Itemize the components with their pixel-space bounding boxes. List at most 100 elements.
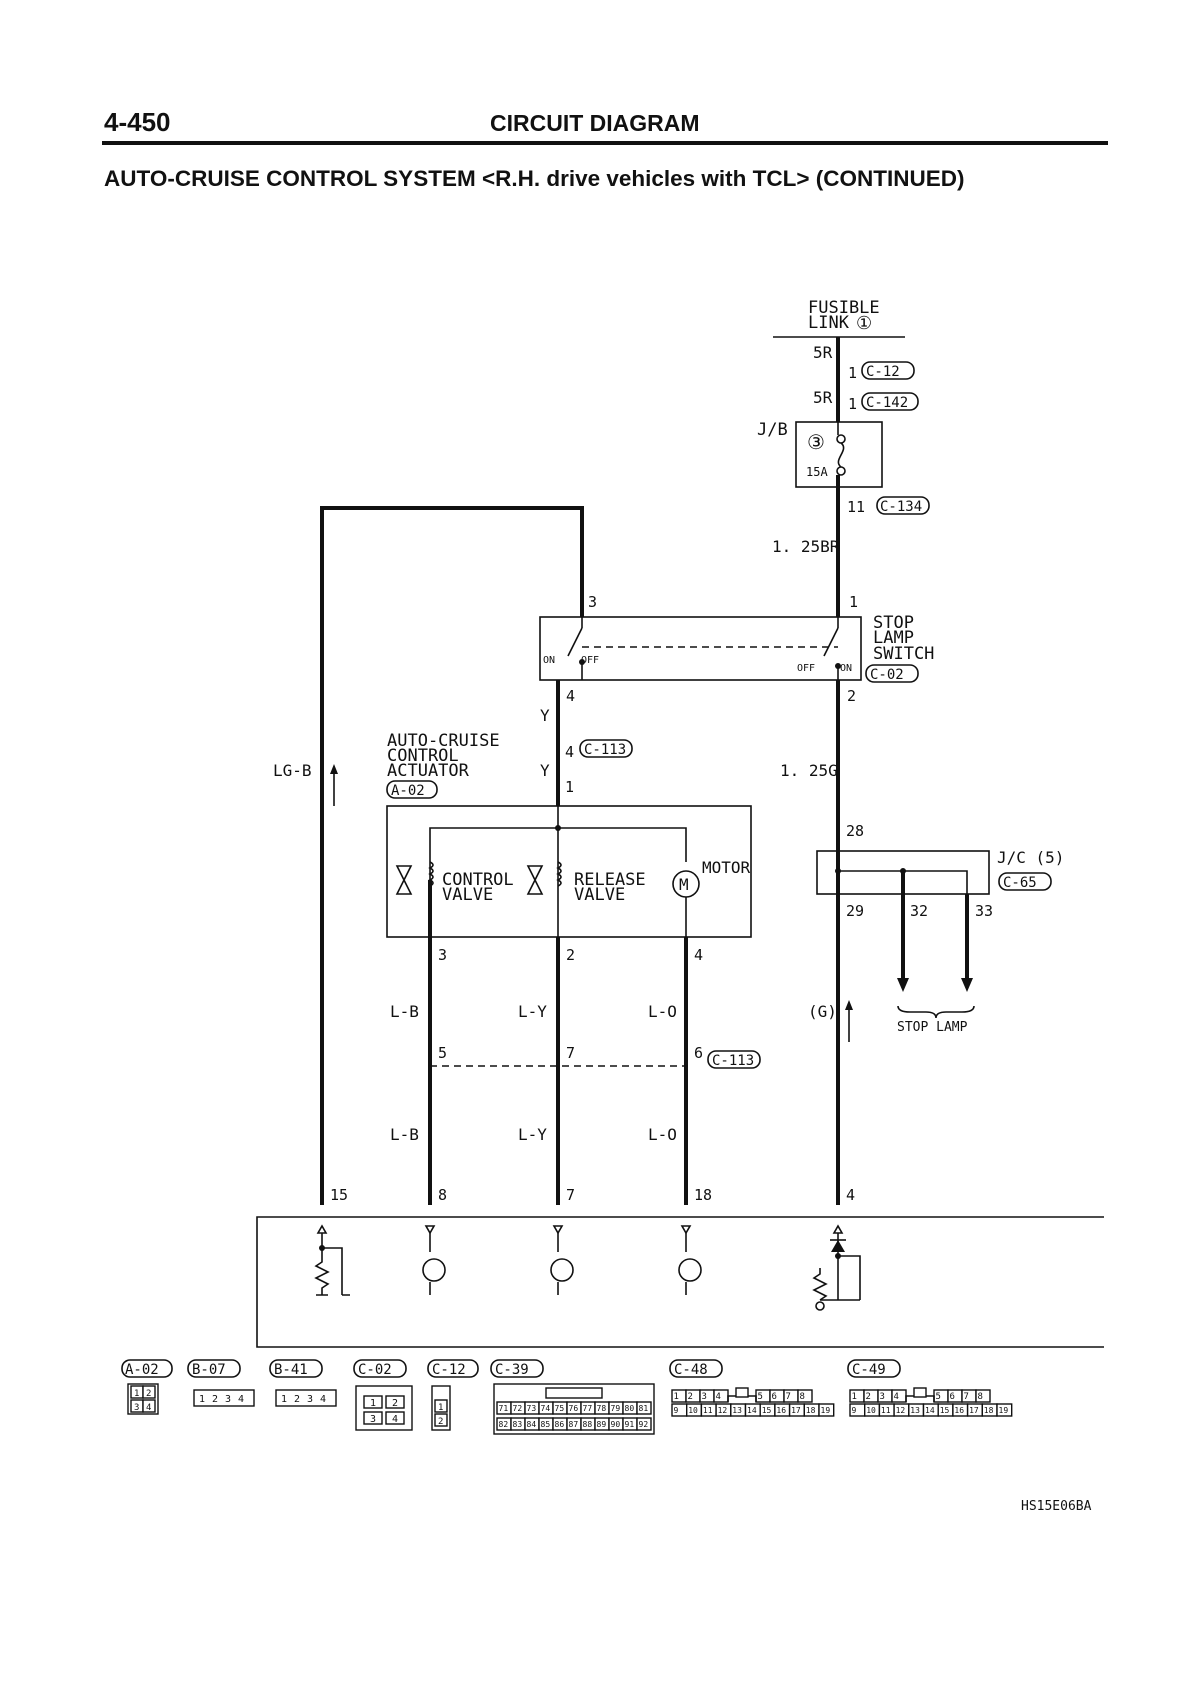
connector-pin-label: 8 — [800, 1392, 805, 1402]
connector-pin-label: 7 — [786, 1392, 791, 1402]
connector-c12-tag — [861, 361, 915, 380]
connector-c142-tag — [861, 392, 919, 411]
pin-2-sw: 2 — [847, 687, 856, 705]
connector-pin-label: 2 — [688, 1392, 693, 1402]
connector-c113-a: C-113 — [584, 742, 626, 758]
pin-18: 18 — [694, 1186, 712, 1204]
pin-4-c113: 4 — [565, 743, 574, 761]
connector-pin-label: 11 — [881, 1406, 891, 1415]
pin-32: 32 — [910, 902, 928, 920]
control-valve-coil — [428, 861, 434, 887]
pin-5: 5 — [438, 1044, 447, 1062]
pin-1-sw: 1 — [849, 593, 858, 611]
pin-33: 33 — [975, 902, 993, 920]
connector-c134: C-134 — [880, 499, 922, 515]
connector-pin-label: 82 — [499, 1420, 509, 1429]
connector-pin-label: 81 — [639, 1404, 649, 1413]
transistor-icon — [422, 1225, 446, 1295]
svg-text:4: 4 — [146, 1403, 151, 1413]
connector-view-c12: C-12 1 2 — [427, 1359, 479, 1431]
connector-pin-label: 11 — [703, 1406, 713, 1415]
switch-label-3: SWITCH — [873, 644, 934, 664]
resistor-icon — [314, 1248, 330, 1295]
connector-c12: C-12 — [866, 364, 900, 380]
svg-text:1: 1 — [370, 1398, 376, 1409]
svg-text:C-02: C-02 — [358, 1362, 392, 1378]
svg-text:C-48: C-48 — [674, 1362, 708, 1378]
page-number: 4-450 — [104, 107, 171, 137]
connector-pin-label: 6 — [772, 1392, 777, 1402]
connector-view-b41: B-41 1 2 3 4 — [269, 1359, 337, 1407]
connector-pin-label: 92 — [639, 1420, 649, 1429]
fusible-link-label-1: FUSIBLE — [808, 298, 880, 318]
junction-dot — [835, 868, 841, 874]
pin-15: 15 — [330, 1186, 348, 1204]
wire-lb-a: L-B — [390, 1002, 419, 1021]
section-title: CIRCUIT DIAGRAM — [490, 110, 700, 136]
stop-lamp-label: STOP LAMP — [897, 1020, 968, 1035]
connector-pin-label: 91 — [625, 1420, 635, 1429]
connector-pin-label: 75 — [555, 1404, 565, 1413]
connector-c113-tag — [579, 739, 633, 758]
connector-pin-cell — [797, 1389, 813, 1403]
wire-lo-b: L-O — [648, 1125, 677, 1144]
connector-lock — [735, 1387, 749, 1398]
connector-pin-label: 83 — [513, 1420, 523, 1429]
arrow-up-icon — [330, 764, 338, 774]
header-rule — [102, 141, 1108, 145]
transistor-icon — [550, 1225, 574, 1295]
pin-29: 29 — [846, 902, 864, 920]
junction-dot — [835, 1253, 841, 1259]
svg-text:2: 2 — [212, 1394, 218, 1405]
connector-pin-label: 78 — [597, 1404, 607, 1413]
connector-c65: C-65 — [1003, 875, 1037, 891]
diode-return — [838, 1255, 861, 1300]
connector-pin-label: 1 — [674, 1392, 679, 1402]
pin-1-act: 1 — [565, 778, 574, 796]
input-marker — [832, 1224, 844, 1234]
connector-pin-label: 85 — [541, 1420, 551, 1429]
svg-text:1: 1 — [134, 1389, 139, 1399]
wire-lb-b: L-B — [390, 1125, 419, 1144]
pin-3-act: 3 — [438, 946, 447, 964]
connector-pin-label: 19 — [999, 1406, 1009, 1415]
connector-pin-label: 71 — [499, 1404, 509, 1413]
release-valve-coil — [556, 861, 562, 887]
connector-view-a02: A-02 1 2 3 4 — [121, 1359, 173, 1415]
connector-pin-cell — [818, 1403, 835, 1417]
pin-28: 28 — [846, 822, 864, 840]
svg-text:3: 3 — [370, 1414, 376, 1425]
connector-pin-label: 14 — [747, 1406, 757, 1415]
actuator-label-2: CONTROL — [387, 746, 459, 766]
switch-blade-left — [567, 627, 583, 657]
fusible-link-label-2: LINK — [808, 313, 850, 333]
pin-4-ecu: 4 — [846, 1186, 855, 1204]
jb-label: J/B — [757, 420, 788, 440]
connector-pin-label: 3 — [880, 1392, 885, 1402]
connector-pin-label: 17 — [791, 1406, 801, 1415]
connector-view-c02: C-02 1 2 3 4 — [353, 1359, 413, 1431]
svg-text:4: 4 — [392, 1414, 398, 1425]
svg-text:2: 2 — [392, 1398, 398, 1409]
jc-label: J/C (5) — [997, 848, 1064, 867]
pin-11: 11 — [847, 498, 865, 516]
connector-pin-label: 1 — [852, 1392, 857, 1402]
fuse-number: ③ — [807, 430, 825, 454]
connector-pin-label: 19 — [821, 1406, 831, 1415]
switch-label-1: STOP — [873, 613, 914, 633]
pin-3-sw: 3 — [588, 593, 597, 611]
wire-y-a: Y — [540, 706, 550, 725]
fuse-terminal-bottom — [836, 466, 846, 476]
on-right: ON — [840, 663, 852, 674]
connector-a02: A-02 — [391, 783, 425, 799]
wire-ly-a: L-Y — [518, 1002, 547, 1021]
connector-lock — [913, 1387, 927, 1398]
svg-text:A-02: A-02 — [125, 1362, 159, 1378]
actuator-label-3: ACTUATOR — [387, 761, 470, 781]
pin-c12: 1 — [848, 364, 857, 382]
connector-pin-label: 90 — [611, 1420, 621, 1429]
connector-pin-label: 76 — [569, 1404, 579, 1413]
fuse-amp: 15A — [806, 465, 828, 479]
